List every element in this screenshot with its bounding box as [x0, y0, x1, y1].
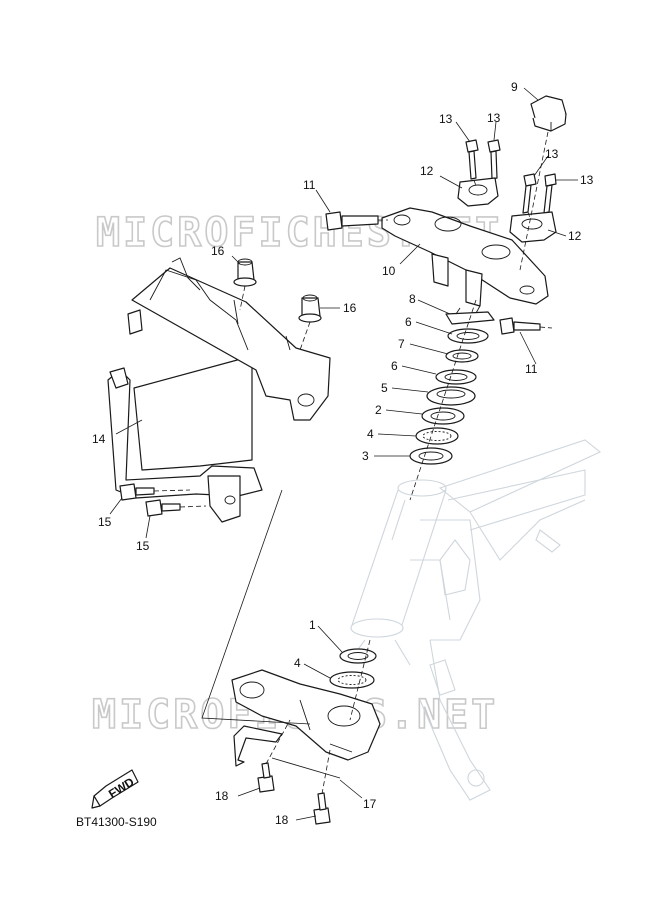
callout-18b: 18 — [275, 813, 289, 827]
bearing-race-1 — [339, 648, 377, 664]
callout-18a: 18 — [215, 789, 229, 803]
diagram-code: BT41300-S190 — [76, 815, 157, 829]
head-tube — [349, 479, 447, 666]
callout-10: 10 — [382, 264, 396, 278]
callout-12b: 12 — [568, 229, 582, 243]
bolt-15a — [119, 483, 155, 501]
damper-16b — [298, 294, 322, 323]
ring-nut-6b — [435, 369, 477, 385]
callout-15a: 15 — [98, 515, 112, 529]
damper-16a — [233, 258, 257, 287]
callout-9: 9 — [511, 80, 518, 94]
callout-6a: 6 — [405, 315, 412, 329]
handlebar-bolt-13b — [487, 139, 501, 180]
ball-bearing-4b — [329, 671, 375, 689]
bearing-race-3 — [409, 447, 453, 465]
hose-guide-17 — [233, 725, 341, 779]
handlebar-bolt-13a — [465, 139, 479, 180]
callout-14: 14 — [92, 432, 106, 446]
callout-11b: 11 — [525, 362, 538, 376]
callout-13c: 13 — [545, 147, 559, 161]
callout-15b: 15 — [136, 539, 150, 553]
bolt-18a — [257, 762, 275, 793]
callout-2: 2 — [375, 403, 382, 417]
pinch-bolt-11b — [499, 317, 541, 335]
assembly-guides — [153, 131, 553, 795]
bolt-18b — [313, 792, 331, 825]
handlebar-holder-12a — [457, 177, 499, 207]
callout-5: 5 — [381, 381, 388, 395]
callout-7: 7 — [398, 337, 405, 351]
frame-outline — [410, 439, 602, 801]
callout-labels: 9 13 13 13 13 12 12 11 11 10 16 16 8 6 7… — [92, 80, 594, 827]
pinch-bolt-11a — [325, 211, 379, 231]
upper-bracket-10 — [381, 207, 549, 307]
headlight-stay-14 — [107, 257, 331, 523]
bolt-15b — [145, 499, 181, 517]
ring-nut-6a — [447, 328, 489, 344]
ball-bearing-4a — [415, 427, 459, 445]
bearing-race-2 — [421, 407, 465, 425]
callout-4a: 4 — [367, 427, 374, 441]
fwd-arrow-icon: FWD — [91, 769, 139, 809]
callout-13b: 13 — [487, 111, 501, 125]
callout-3: 3 — [362, 449, 369, 463]
callout-11a: 11 — [303, 178, 316, 192]
callout-16a: 16 — [211, 244, 225, 258]
handlebar-holder-12b — [509, 211, 557, 243]
callout-17: 17 — [363, 797, 377, 811]
callout-12a: 12 — [420, 164, 434, 178]
callout-4b: 4 — [294, 656, 301, 670]
callout-6b: 6 — [391, 359, 398, 373]
callout-1: 1 — [309, 618, 316, 632]
handlebar-bolt-13c — [522, 173, 537, 214]
callout-13d: 13 — [580, 173, 594, 187]
rubber-washer-7 — [445, 349, 479, 363]
callout-13a: 13 — [439, 112, 453, 126]
lower-bracket — [231, 669, 381, 761]
stem-nut-9 — [530, 95, 567, 132]
lock-washer-8 — [445, 305, 495, 325]
callout-8: 8 — [409, 292, 416, 306]
handlebar-bolt-13d — [543, 173, 557, 214]
bearing-cover-5 — [426, 386, 476, 406]
leader-lines — [109, 87, 578, 821]
callout-16b: 16 — [343, 301, 357, 315]
